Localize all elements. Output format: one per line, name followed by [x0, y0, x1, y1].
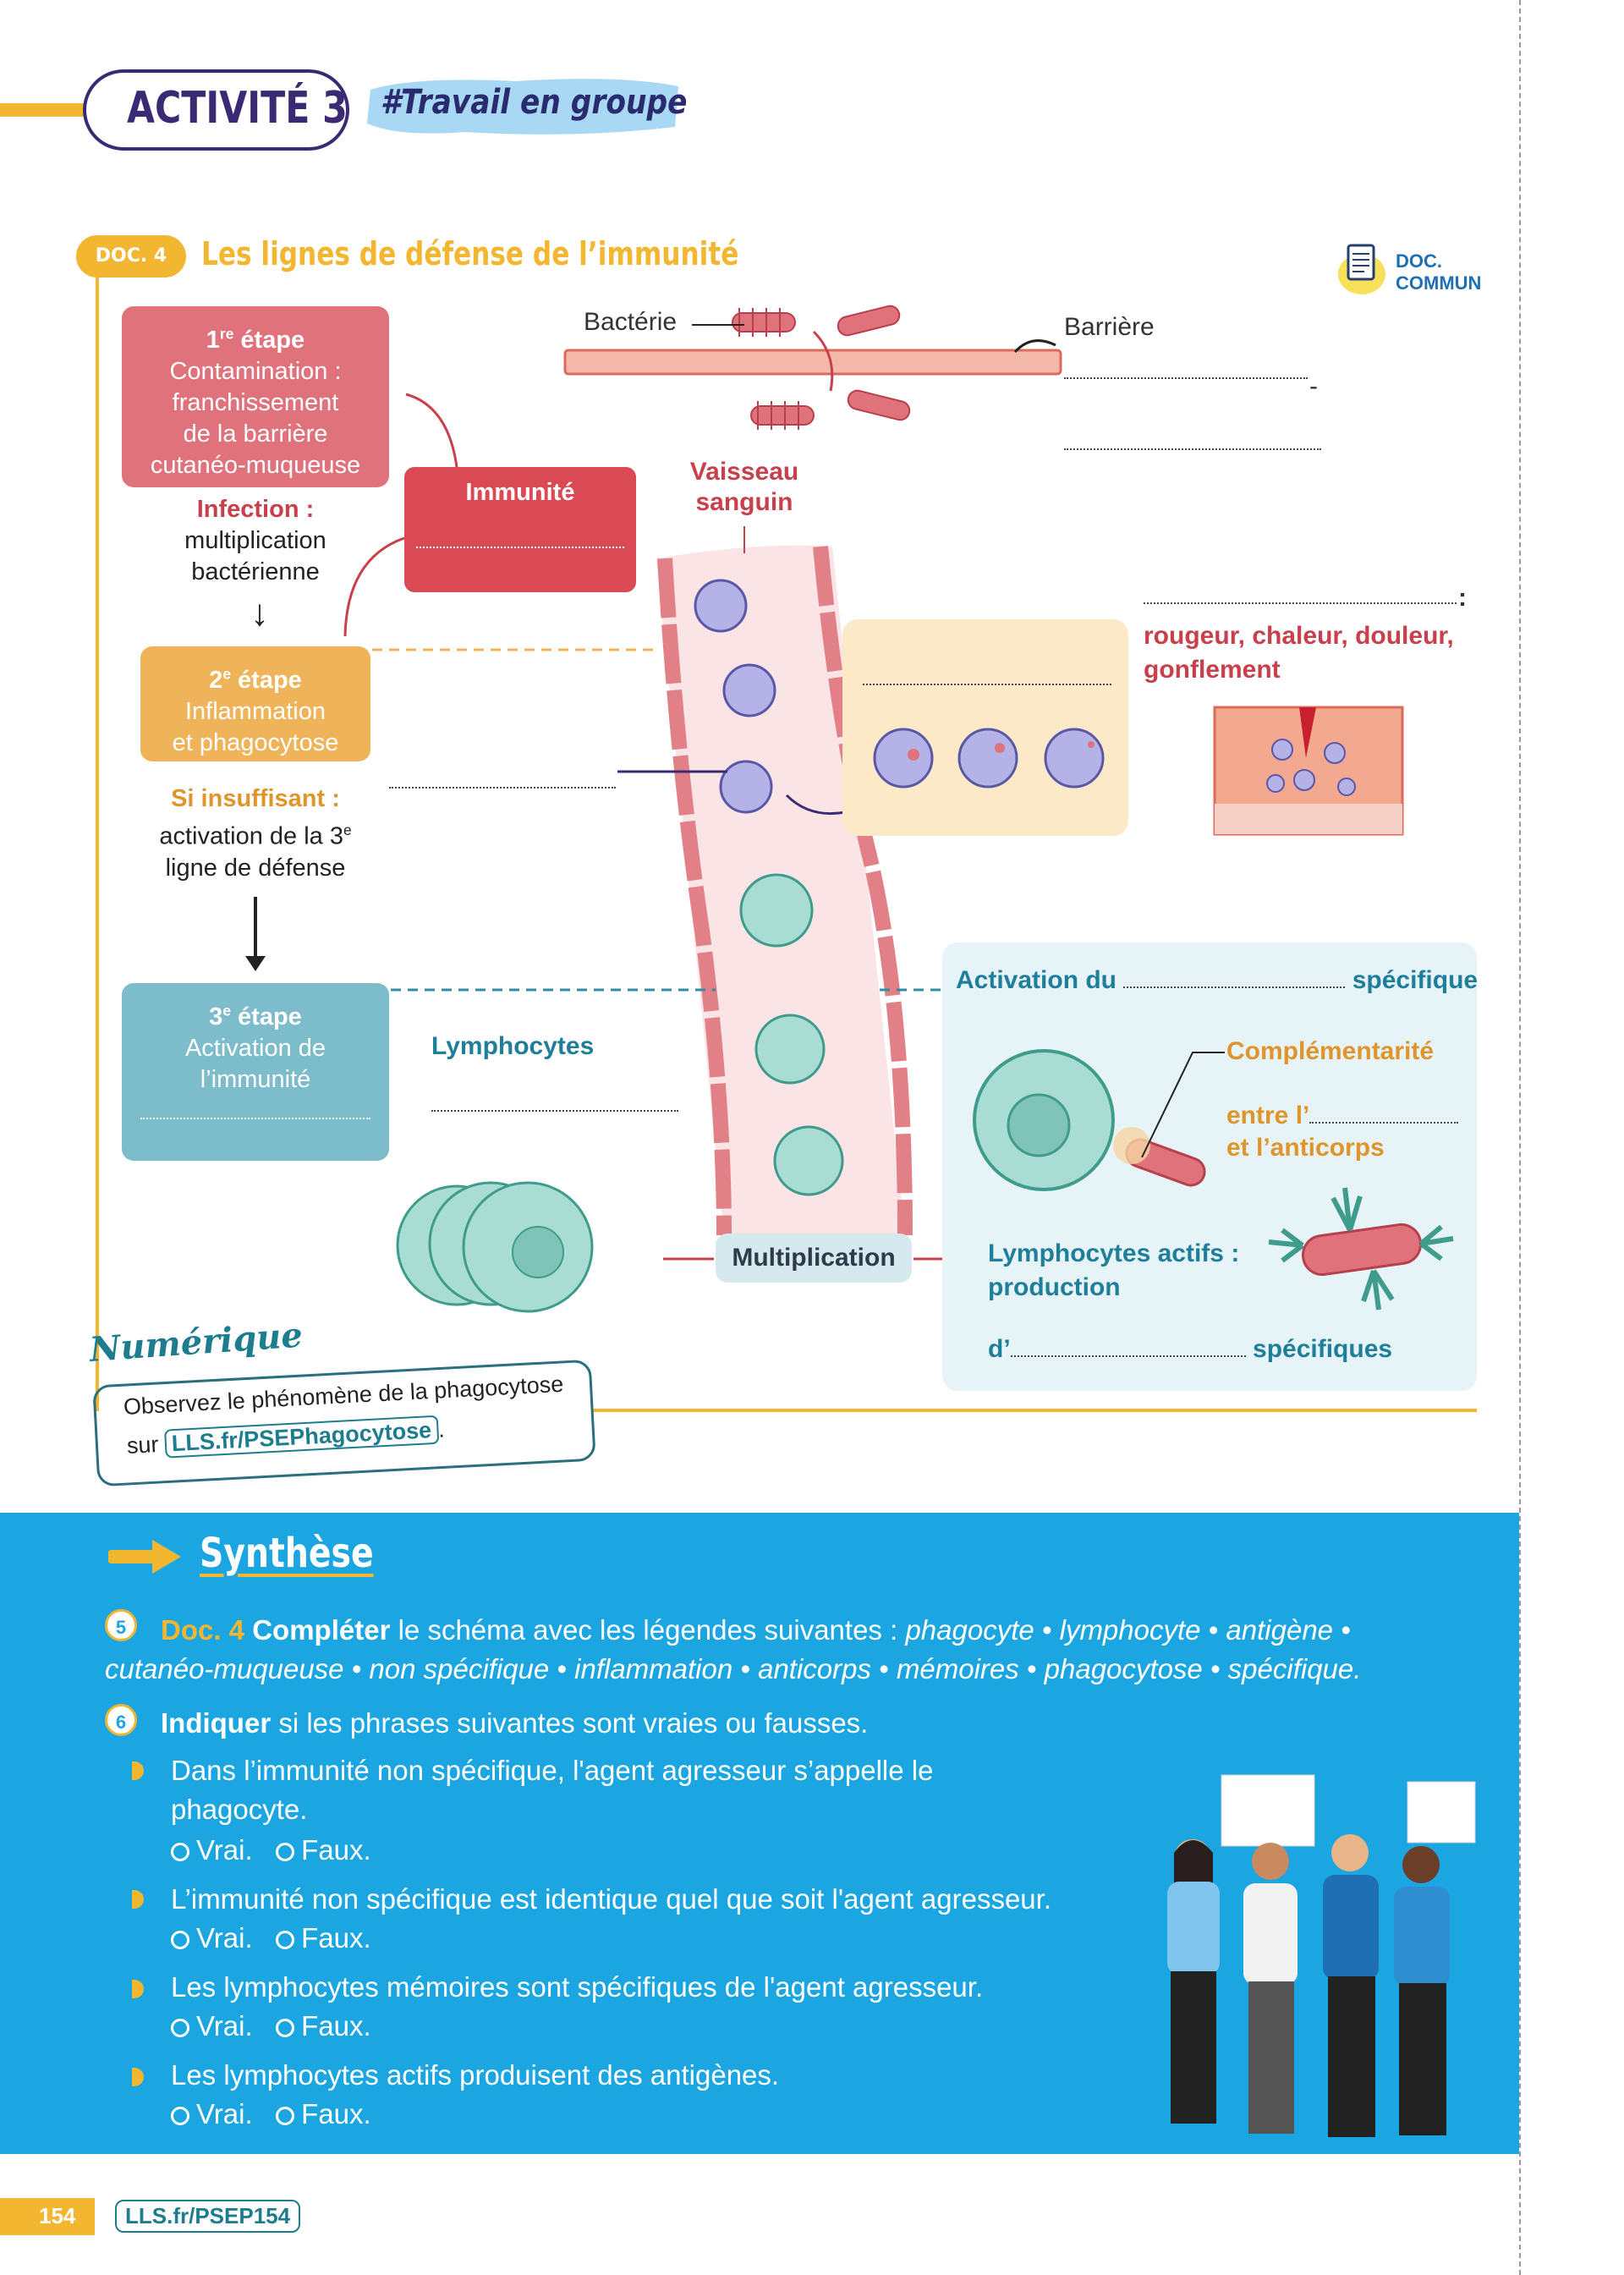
- skin-barrier: [563, 349, 1062, 376]
- barrier-blank-2[interactable]: [1064, 448, 1321, 450]
- active-lymphocytes-label: Lymphocytes actifs : production: [988, 1239, 1240, 1301]
- barrier-blank-1[interactable]: [1064, 377, 1308, 379]
- complementarity-detail: entre l’ et l’anticorps: [1226, 1102, 1459, 1162]
- team-high-five-illustration: [1167, 1774, 1476, 2137]
- lymphocyte-cluster-illustration: [396, 1181, 594, 1313]
- synthese-title: Synthèse: [200, 1530, 374, 1577]
- vrai-radio-3[interactable]: [171, 2019, 189, 2038]
- phagocyte-blank[interactable]: [389, 787, 616, 789]
- activity-title: ACTIVITÉ 3: [127, 83, 348, 134]
- stage3-box: 3e étape Activation de l’immunité: [122, 983, 389, 1161]
- faux-radio-3[interactable]: [276, 2019, 295, 2038]
- faux-radio-2[interactable]: [276, 1931, 295, 1950]
- inflammation-skin-illustration: [1213, 706, 1404, 836]
- statement-2: L’immunité non spécifique est identique …: [171, 1883, 1051, 1954]
- vrai-radio-4[interactable]: [171, 2107, 189, 2126]
- antibodies-line: d’ spécifiques: [988, 1335, 1393, 1363]
- doc-commun-label: DOC. COMMUN: [1396, 250, 1482, 294]
- invasion-arrow: [812, 330, 834, 392]
- vessel-label: Vaisseau sanguin: [689, 458, 799, 516]
- faux-radio-1[interactable]: [276, 1843, 295, 1862]
- statement-1: Dans l’immunité non spécifique, l'agent …: [171, 1755, 934, 1866]
- immunite-blank[interactable]: [416, 547, 624, 548]
- bullet-icon: [132, 1980, 144, 1998]
- activity-pill: [83, 69, 349, 151]
- arrow-right-icon: [108, 1540, 181, 1574]
- question-number-6: 6: [105, 1704, 137, 1736]
- inflammation-blank[interactable]: [1144, 602, 1457, 604]
- multiplication-badge: Multiplication: [716, 1234, 912, 1283]
- statement-4: Les lymphocytes actifs produisent des an…: [171, 2059, 780, 2129]
- insufficient-text: Si insuffisant : activation de la 3e lig…: [159, 785, 352, 882]
- phagocytosis-sequence: [873, 728, 1105, 789]
- vrai-radio-2[interactable]: [171, 1931, 189, 1950]
- doc-bottom-line: [592, 1409, 1477, 1412]
- footer-link[interactable]: LLS.fr/PSEP154: [115, 2200, 301, 2233]
- bullet-icon: [132, 2068, 144, 2086]
- immunite-box: Immunité: [404, 467, 636, 592]
- page-number-bar: [0, 2198, 95, 2235]
- doc-tag: DOC. 4: [76, 235, 186, 278]
- inflammation-signs: rougeur, chaleur, douleur, gonflement: [1144, 622, 1454, 684]
- complementarity-label: Complémentarité: [1226, 1037, 1435, 1065]
- barrier-pointer: [1013, 339, 1056, 354]
- barrier-dash: -: [1309, 372, 1318, 400]
- doc-side-line: [96, 278, 99, 1411]
- statement-3: Les lymphocytes mémoires sont spécifique…: [171, 1971, 984, 2041]
- antigen-blank[interactable]: [1309, 1122, 1459, 1124]
- vessel-wall-left: [657, 558, 732, 1236]
- infection-text: Infection : multiplication bactérienne: [184, 496, 326, 585]
- complementarity-pointer: [1141, 1052, 1225, 1158]
- lymphocytes-blank[interactable]: [431, 1110, 678, 1112]
- bacteria-flagella: [738, 308, 799, 430]
- down-arrow-icon: [245, 956, 266, 971]
- down-arrow-icon: ↓: [250, 592, 269, 634]
- antibodies-blank[interactable]: [1010, 1355, 1246, 1357]
- barrier-label: Barrière: [1064, 313, 1155, 341]
- margin-cut-line: [1519, 0, 1521, 2275]
- stage1-box: 1re étape Contamination : franchissement…: [122, 306, 389, 487]
- phagocytes-in-vessel: [694, 579, 776, 814]
- group-label: #Travail en groupe: [381, 83, 688, 122]
- activation-line: Activation du spécifique: [956, 966, 1479, 994]
- lymphocytes-in-vessel: [739, 873, 844, 1196]
- immunite-arrow-down: [343, 536, 405, 637]
- lymphocytes-label: Lymphocytes: [431, 1032, 595, 1060]
- question-number-5: 5: [105, 1609, 137, 1641]
- vrai-radio-1[interactable]: [171, 1843, 189, 1862]
- down-arrow-line: [254, 897, 257, 963]
- question-6: Indiquer si les phrases suivantes sont v…: [161, 1707, 869, 1739]
- immunite-arrow-up: [405, 393, 458, 468]
- stage3-blank[interactable]: [140, 1117, 370, 1119]
- faux-radio-4[interactable]: [276, 2107, 295, 2126]
- bullet-icon: [132, 1761, 144, 1780]
- bullet-icon: [132, 1890, 144, 1909]
- group-badge-brush: [367, 79, 678, 135]
- lymphocyte-antigen-illustration: [973, 1049, 1206, 1191]
- doc-title: Les lignes de défense de l’immunité: [201, 235, 739, 272]
- inflammation-colon: :: [1458, 584, 1467, 612]
- antibody-bacterium-illustration: [1268, 1187, 1454, 1311]
- bacteria-label: Bactérie: [584, 308, 678, 336]
- phagocytosis-panel: [842, 619, 1128, 836]
- question-5: Doc. 4 Compléter le schéma avec les lége…: [105, 1614, 1362, 1684]
- page-number: 154: [39, 2203, 76, 2228]
- header-accent-bar: [0, 103, 102, 117]
- activation-blank[interactable]: [1123, 986, 1346, 988]
- stage2-box: 2e étape Inflammation et phagocytose: [140, 646, 370, 761]
- hashtag-icon: #: [381, 83, 401, 122]
- phagocytosis-blank[interactable]: [863, 684, 1111, 685]
- document-icon: [1338, 244, 1385, 294]
- vessel-wall-right: [813, 546, 913, 1236]
